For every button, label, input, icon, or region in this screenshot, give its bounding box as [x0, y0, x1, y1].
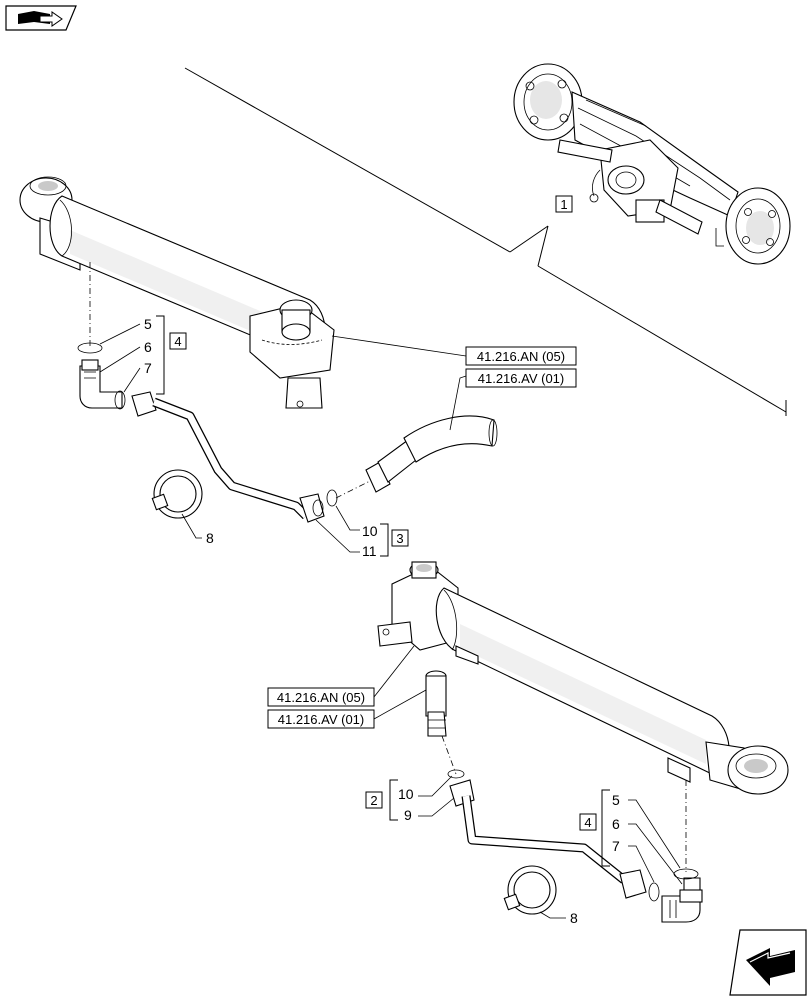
svg-text:2: 2	[370, 793, 377, 808]
ref-upper-hose[interactable]: 41.216.AV (01)	[449, 368, 577, 431]
callout-upper-ring: 5	[99, 316, 152, 345]
ref-lower-cylinder[interactable]: 41.216.AN (05)	[267, 645, 415, 707]
upper-ring-part	[77, 342, 103, 354]
upper-clamp-part	[151, 469, 203, 519]
svg-text:8: 8	[206, 530, 214, 546]
upper-elbow-part	[79, 359, 123, 409]
svg-text:7: 7	[144, 360, 152, 376]
svg-text:10: 10	[362, 523, 378, 539]
callout-box-lower-kit[interactable]: 4	[579, 813, 597, 831]
svg-text:4: 4	[584, 815, 591, 830]
svg-text:7: 7	[612, 838, 620, 854]
lower-steering-cylinder	[377, 561, 789, 795]
svg-text:6: 6	[612, 816, 620, 832]
svg-text:1: 1	[560, 197, 567, 212]
lower-hose	[425, 670, 447, 737]
upper-hydraulic-tube	[131, 391, 325, 523]
lower-clamp-part	[503, 865, 557, 915]
lower-hose-axis	[441, 735, 457, 775]
upper-kit-bracket	[156, 315, 165, 395]
callout-box-upper-hose-kit[interactable]: 3	[391, 529, 409, 547]
svg-text:41.216.AV (01): 41.216.AV (01)	[478, 371, 564, 386]
svg-text:5: 5	[612, 792, 620, 808]
callout-lower-adapter: 9	[404, 797, 455, 823]
svg-text:4: 4	[174, 334, 181, 349]
lower-oring-part	[648, 882, 660, 902]
upper-hose-kit-bracket	[380, 523, 389, 557]
lower-kit-bracket	[601, 789, 610, 867]
callout-lower-clamp: 8	[539, 910, 578, 926]
svg-text:8: 8	[570, 910, 578, 926]
svg-text:41.216.AV (01): 41.216.AV (01)	[278, 712, 364, 727]
callout-lower-elbow: 6	[612, 816, 683, 885]
upper-hose-axis	[335, 479, 373, 499]
upper-hose	[365, 415, 498, 493]
book-arrow-icon[interactable]	[5, 5, 77, 31]
ref-lower-hose[interactable]: 41.216.AV (01)	[267, 689, 427, 729]
axle-assembly	[513, 63, 791, 265]
svg-text:10: 10	[398, 786, 414, 802]
svg-text:9: 9	[404, 807, 412, 823]
svg-text:6: 6	[144, 339, 152, 355]
upper-oring-part	[114, 390, 126, 410]
callout-lower-ring: 5	[612, 792, 681, 869]
assembly-leader-lines	[184, 67, 787, 416]
callout-box-lower-hose-kit[interactable]: 2	[365, 791, 383, 809]
callout-upper-oring: 7	[123, 360, 152, 393]
callout-box-upper-kit[interactable]: 4	[169, 332, 187, 350]
callout-upper-clamp: 8	[181, 513, 214, 546]
callout-box-1[interactable]: 1	[555, 195, 573, 213]
svg-text:41.216.AN (05): 41.216.AN (05)	[477, 349, 565, 364]
svg-text:11: 11	[362, 543, 377, 559]
upper-steering-cylinder	[19, 176, 335, 409]
lower-hose-kit-bracket	[389, 779, 398, 821]
svg-text:5: 5	[144, 316, 152, 332]
ref-upper-cylinder[interactable]: 41.216.AN (05)	[331, 335, 577, 366]
lower-washer-part	[447, 769, 465, 779]
lower-hydraulic-tube	[449, 779, 647, 899]
upper-washer-part	[326, 489, 338, 507]
callout-lower-washer: 10	[398, 775, 453, 802]
callout-upper-elbow: 6	[99, 339, 152, 373]
lower-elbow-part	[661, 877, 703, 923]
svg-text:3: 3	[396, 531, 403, 546]
svg-text:41.216.AN (05): 41.216.AN (05)	[277, 690, 365, 705]
callout-upper-adapter: 11	[315, 519, 377, 559]
callout-lower-oring: 7	[612, 838, 655, 883]
next-page-arrow-icon[interactable]	[729, 929, 807, 996]
callout-upper-washer: 10	[335, 505, 378, 539]
